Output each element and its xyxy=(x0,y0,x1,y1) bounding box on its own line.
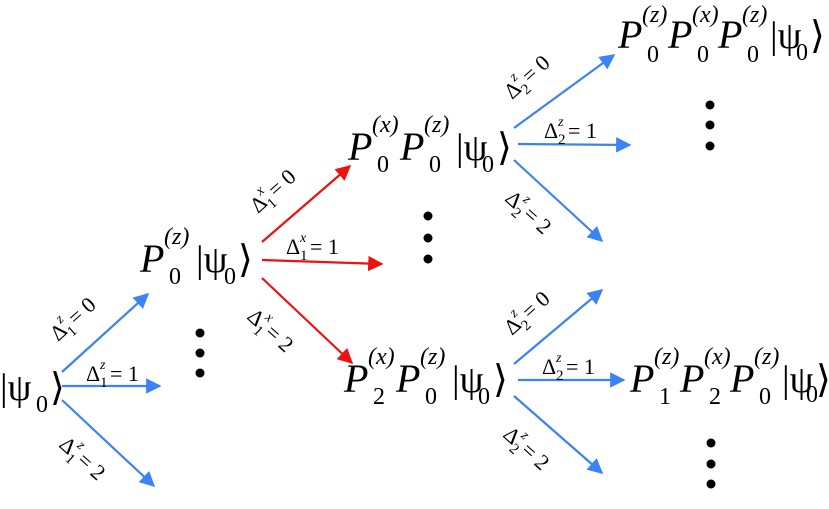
svg-text:⟩: ⟩ xyxy=(493,359,508,401)
node-n3b: P (z) 1 P (x) 2 P (z) 0 |ψ 0 ⟩ xyxy=(629,344,829,410)
label-n2a-mid: Δ 2 z = 1 xyxy=(544,115,597,148)
svg-text:|ψ: |ψ xyxy=(770,15,802,57)
svg-text:(z): (z) xyxy=(420,344,445,370)
svg-text:z: z xyxy=(557,115,564,130)
svg-text:P: P xyxy=(395,356,420,401)
svg-text:(z): (z) xyxy=(654,344,679,370)
svg-text:x: x xyxy=(299,231,307,246)
label-n2b-mid: Δ 2 z = 1 xyxy=(542,351,595,384)
arrow-n2a-mid xyxy=(517,137,632,153)
arrow-n2b-down xyxy=(513,395,604,475)
node-root: |ψ 0 ⟩ xyxy=(0,367,65,418)
label-n1-down: Δ 1 x = 2 xyxy=(243,303,299,357)
svg-text:= 2: = 2 xyxy=(516,437,554,475)
svg-text:0: 0 xyxy=(169,264,181,290)
svg-text:2: 2 xyxy=(373,384,385,410)
svg-text:|ψ: |ψ xyxy=(452,359,484,401)
svg-text:P: P xyxy=(729,356,754,401)
svg-text:(x): (x) xyxy=(372,112,399,138)
svg-text:0: 0 xyxy=(806,382,818,408)
arrow-n2a-down xyxy=(513,159,604,243)
label-n2a-up: Δ 2 z = 0 xyxy=(499,50,555,104)
arrow-n2a-up xyxy=(513,54,616,129)
svg-text:P: P xyxy=(629,356,654,401)
svg-text:P: P xyxy=(717,12,742,57)
svg-text:0: 0 xyxy=(224,264,236,290)
svg-text:2: 2 xyxy=(556,368,564,384)
svg-text:0: 0 xyxy=(478,384,490,410)
label-root-up: Δ 1 z = 0 xyxy=(45,292,101,346)
svg-text:Δ: Δ xyxy=(542,354,556,379)
label-n1-mid: Δ 1 x = 1 xyxy=(286,231,339,264)
svg-text:|ψ: |ψ xyxy=(456,127,488,169)
svg-text:0: 0 xyxy=(747,42,759,68)
svg-text:1: 1 xyxy=(100,375,108,391)
svg-text:⟩: ⟩ xyxy=(816,359,829,401)
svg-text:(z): (z) xyxy=(164,224,189,250)
ellipsis-n2a xyxy=(423,211,433,264)
svg-text:0: 0 xyxy=(377,152,389,178)
svg-text:P: P xyxy=(679,356,704,401)
arrow-n1-up xyxy=(261,164,352,243)
svg-text:= 1: = 1 xyxy=(566,354,595,379)
svg-text:= 1: = 1 xyxy=(568,118,597,143)
svg-text:P: P xyxy=(347,124,372,169)
svg-text:(x): (x) xyxy=(692,2,719,28)
svg-text:0: 0 xyxy=(429,152,441,178)
svg-text:P: P xyxy=(617,12,642,57)
svg-text:P: P xyxy=(667,12,692,57)
svg-text:= 1: = 1 xyxy=(310,234,339,259)
label-n2b-down: Δ 2 z = 2 xyxy=(499,421,555,475)
svg-text:0: 0 xyxy=(697,42,709,68)
arrow-n1-down xyxy=(261,277,354,365)
svg-text:0: 0 xyxy=(36,392,48,418)
svg-text:0: 0 xyxy=(482,152,494,178)
svg-text:⟩: ⟩ xyxy=(497,127,512,169)
svg-text:|ψ: |ψ xyxy=(782,359,814,401)
node-n3a: P (z) 0 P (x) 0 P (z) 0 |ψ 0 ⟩ xyxy=(617,2,825,68)
svg-text:= 2: = 2 xyxy=(518,201,556,239)
svg-text:Δ: Δ xyxy=(86,361,100,386)
svg-text:|ψ: |ψ xyxy=(0,367,32,409)
ellipsis-n3a xyxy=(705,100,715,151)
svg-text:(z): (z) xyxy=(642,2,667,28)
svg-text:Δ: Δ xyxy=(544,118,558,143)
arrow-n1-mid xyxy=(261,255,384,272)
svg-text:0: 0 xyxy=(759,384,771,410)
node-n2b: P (x) 2 P (z) 0 |ψ 0 ⟩ xyxy=(343,344,508,410)
svg-text:|ψ: |ψ xyxy=(196,239,228,281)
svg-text:(z): (z) xyxy=(754,344,779,370)
svg-text:0: 0 xyxy=(647,42,659,68)
svg-text:P: P xyxy=(343,356,368,401)
ellipsis-n3b xyxy=(706,438,716,489)
arrow-n2b-up xyxy=(513,289,604,365)
svg-text:z: z xyxy=(99,358,106,373)
svg-text:P: P xyxy=(399,124,424,169)
svg-text:⟩: ⟩ xyxy=(810,15,825,57)
ellipsis-n1 xyxy=(195,328,205,378)
label-root-mid: Δ 1 z = 1 xyxy=(86,358,139,391)
svg-text:= 1: = 1 xyxy=(110,361,139,386)
svg-text:1: 1 xyxy=(659,384,671,410)
svg-text:Δ: Δ xyxy=(286,234,300,259)
node-n1: P (z) 0 |ψ 0 ⟩ xyxy=(139,224,253,290)
svg-text:z: z xyxy=(555,351,562,366)
node-n2a: P (x) 0 P (z) 0 |ψ 0 ⟩ xyxy=(347,112,512,178)
arrow-root-down xyxy=(61,399,156,488)
svg-text:P: P xyxy=(139,236,164,281)
svg-text:2: 2 xyxy=(558,132,566,148)
svg-text:0: 0 xyxy=(796,40,808,66)
svg-text:= 2: = 2 xyxy=(72,447,110,485)
svg-text:(x): (x) xyxy=(368,344,395,370)
arrow-root-up xyxy=(61,292,150,373)
svg-text:1: 1 xyxy=(300,248,308,264)
svg-text:⟩: ⟩ xyxy=(238,239,253,281)
svg-text:⟩: ⟩ xyxy=(50,367,65,409)
svg-text:0: 0 xyxy=(425,384,437,410)
svg-text:(x): (x) xyxy=(704,344,731,370)
svg-text:(z): (z) xyxy=(742,2,767,28)
svg-text:2: 2 xyxy=(709,384,721,410)
svg-text:(z): (z) xyxy=(424,112,449,138)
